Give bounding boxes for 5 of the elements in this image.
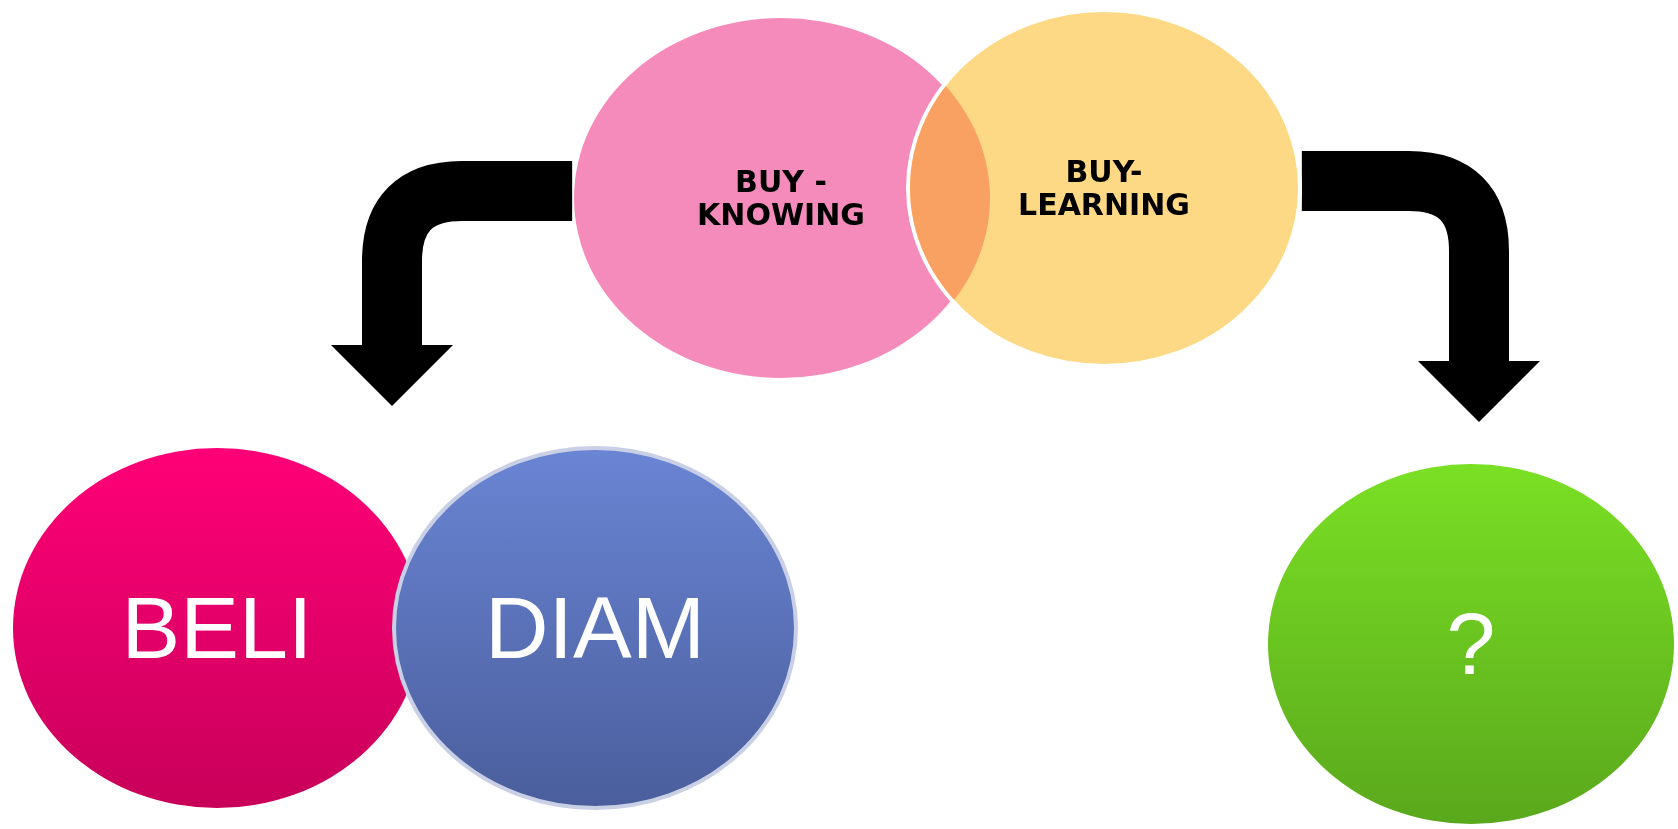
circle-label: BELI (121, 577, 313, 679)
circle-heading: BUY- LEARNING (1017, 155, 1191, 221)
circle-label: ? (1446, 593, 1496, 695)
circle-heading: BUY - KNOWING (696, 165, 866, 231)
circle-label: DIAM (485, 577, 705, 679)
